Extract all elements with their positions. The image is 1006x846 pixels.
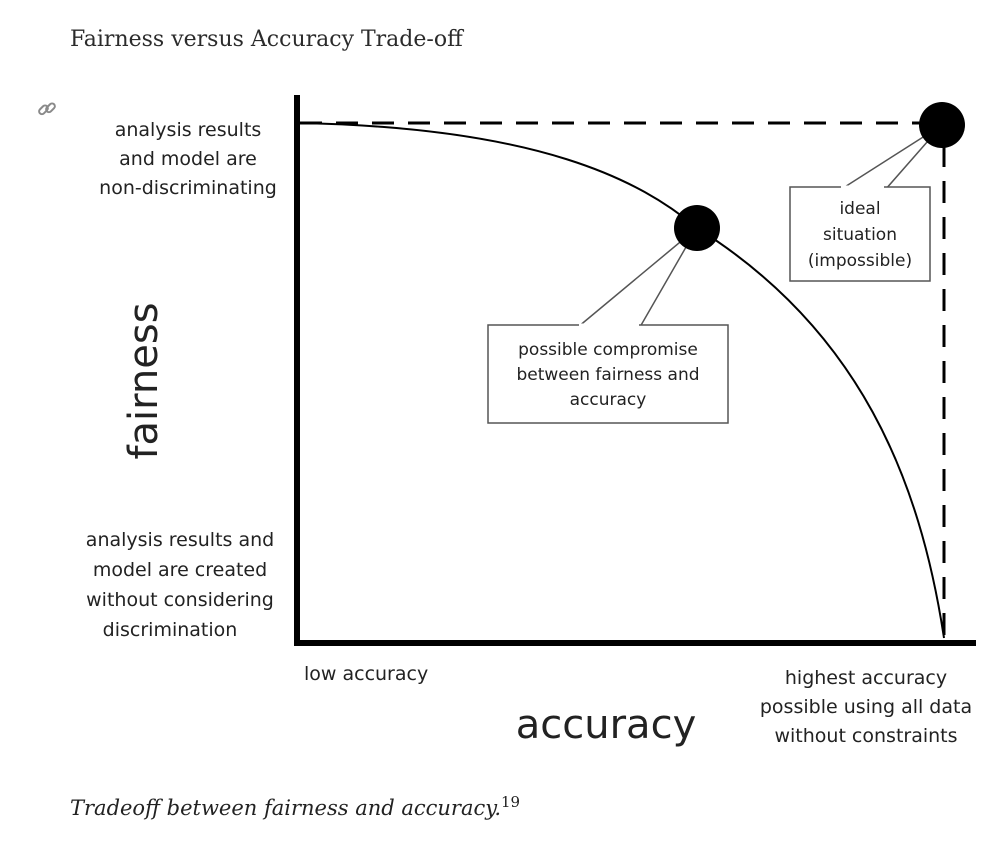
compromise-point: [674, 205, 720, 251]
y-top-label-line-2: and model are: [119, 148, 257, 170]
y-top-label-line-1: analysis results: [115, 119, 262, 141]
link-icon[interactable]: [36, 98, 58, 120]
x-axis-title: accuracy: [516, 702, 696, 748]
compromise-callout-line-3: accuracy: [570, 390, 647, 410]
y-axis-title: fairness: [121, 302, 167, 459]
footnote-reference[interactable]: 19: [501, 793, 521, 811]
ideal-callout-line-1: ideal: [839, 199, 880, 219]
compromise-callout-pointer: [575, 227, 698, 328]
x-right-label-line-1: highest accuracy: [785, 667, 947, 689]
y-bottom-label-line-3: without considering: [86, 589, 274, 611]
caption-text: Tradeoff between fairness and accuracy.: [70, 796, 502, 820]
ideal-callout-line-2: situation: [823, 225, 897, 245]
y-bottom-label-line-1: analysis results and: [86, 529, 274, 551]
y-bottom-label-line-4: discrimination: [103, 619, 238, 641]
y-bottom-label-line-2: model are created: [93, 559, 267, 581]
compromise-callout-line-1: possible compromise: [518, 340, 698, 360]
y-top-label-line-3: non-discriminating: [99, 177, 277, 199]
ideal-callout-line-3: (impossible): [808, 251, 912, 271]
compromise-callout-line-2: between fairness and: [516, 365, 699, 385]
ideal-point: [919, 102, 965, 148]
ideal-callout-box: [789, 186, 931, 282]
x-right-label-line-2: possible using all data: [760, 696, 972, 718]
section-title: Fairness versus Accuracy Trade-off: [70, 27, 463, 52]
x-left-label: low accuracy: [304, 663, 428, 685]
x-right-label-line-3: without constraints: [774, 725, 957, 747]
figure-caption: Tradeoff between fairness and accuracy.1…: [70, 790, 520, 826]
